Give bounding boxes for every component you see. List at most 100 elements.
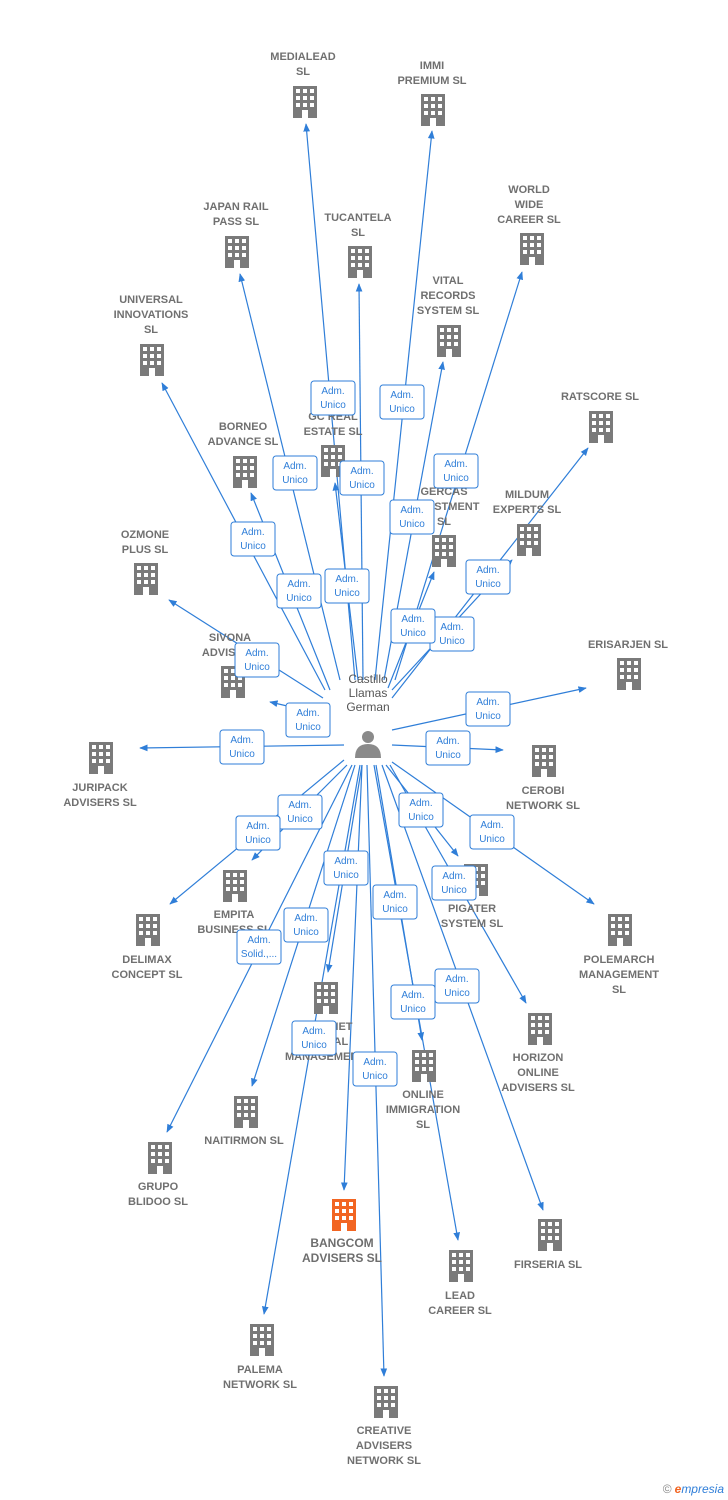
person-name: Llamas [349, 686, 388, 700]
edge-label-text: Adm. [247, 935, 270, 946]
edge-label-grupo[interactable]: Adm.Unico [235, 815, 281, 851]
edge-label-text: Adm. [445, 974, 468, 985]
edge-label-text: Adm. [283, 461, 306, 472]
edge-bangcom [340, 764, 363, 1191]
edge-label-horizon[interactable]: Adm.Unico [431, 865, 477, 901]
company-label: DELIMAX [122, 954, 172, 966]
edge-label-cerobi[interactable]: Adm.Unico [425, 730, 471, 766]
edge-label-text: Adm. [444, 459, 467, 470]
person-icon [355, 731, 381, 758]
edge-label-internet[interactable]: Adm.Unico [323, 850, 369, 886]
company-node-firseria[interactable]: FIRSERIA SL [514, 1219, 582, 1271]
company-label: ADVISERS SL [302, 1251, 382, 1265]
edge-label-palema[interactable]: Adm.Unico [291, 1020, 337, 1056]
company-node-tucantela[interactable]: TUCANTELA SL [324, 212, 392, 278]
company-label: PASS SL [213, 216, 260, 228]
edge-label-universal[interactable]: Adm.Unico [230, 521, 276, 557]
company-label: BLIDOO SL [128, 1196, 188, 1208]
edge-label-sivona[interactable]: Adm.Unico [285, 702, 331, 738]
edge-label-mildum[interactable]: Adm.Unico [465, 559, 511, 595]
edge-label-text: Unico [293, 927, 319, 938]
edge-label-online[interactable]: Adm.Unico [372, 884, 418, 920]
edge-label-gercas[interactable]: Adm.Unico [390, 608, 436, 644]
edge-label-text: Unico [295, 722, 321, 733]
edge-label-erisarjen[interactable]: Adm.Unico [465, 691, 511, 727]
edge-label-text: Adm. [230, 735, 253, 746]
building-icon [225, 236, 249, 268]
company-node-naitirmon[interactable]: NAITIRMON SL [204, 1096, 284, 1147]
edge-label-ratscore[interactable]: Adm.Unico [429, 616, 475, 652]
building-icon [89, 742, 113, 774]
edge-label-firseria[interactable]: Adm.Unico [434, 968, 480, 1004]
edge-label-vital[interactable]: Adm.Unico [389, 499, 435, 535]
edge-label-juripack[interactable]: Adm.Unico [219, 729, 265, 765]
edge-label-empita[interactable]: Adm.Unico [277, 794, 323, 830]
edge-label-text: Unico [400, 1004, 426, 1015]
edge-label-text: Adm. [245, 648, 268, 659]
company-node-ratscore[interactable]: RATSCORE SL [561, 391, 639, 443]
edge-label-japanrail[interactable]: Adm.Unico [272, 455, 318, 491]
edge-labels-layer: Adm.UnicoAdm.UnicoAdm.UnicoAdm.UnicoAdm.… [219, 380, 515, 1087]
edge-label-borneo[interactable]: Adm.Unico [276, 573, 322, 609]
company-node-erisarjen[interactable]: ERISARJEN SL [588, 639, 668, 690]
edge-label-worldwide[interactable]: Adm. Unico [433, 453, 479, 489]
edge-label-lead[interactable]: Adm.Unico [390, 984, 436, 1020]
company-label: OZMONE [121, 529, 169, 541]
edge-label-text: Unico [349, 480, 375, 491]
company-label: RECORDS [420, 290, 475, 302]
edge-label-text: Adm. [350, 466, 373, 477]
company-label: EMPITA [214, 909, 255, 921]
edge-label-immi[interactable]: Adm.Unico [379, 384, 425, 420]
edge-label-text: Unico [245, 835, 271, 846]
company-label: POLEMARCH [584, 954, 655, 966]
company-label: TUCANTELA [324, 212, 391, 224]
edge-label-gcreal[interactable]: Adm. Unico [339, 460, 385, 496]
edge-label-text: Unico [443, 473, 469, 484]
company-label: RATSCORE SL [561, 391, 639, 403]
edge-label-tucantela[interactable]: Adm.Unico [324, 568, 370, 604]
building-icon [421, 94, 445, 126]
company-label: SYSTEM SL [417, 305, 480, 317]
edge-label-medialead[interactable]: Adm.Unico [310, 380, 356, 416]
building-icon [437, 325, 461, 357]
building-icon [617, 658, 641, 690]
edge-label-text: Adm. [400, 505, 423, 516]
edge-label-pigater[interactable]: Adm.Unico [398, 792, 444, 828]
edge-label-ozmone[interactable]: Adm.Unico [234, 642, 280, 678]
company-label: UNIVERSAL [119, 294, 183, 306]
edge-label-creative[interactable]: Adm.Unico [352, 1051, 398, 1087]
company-label: ONLINE [517, 1067, 559, 1079]
edge-label-text: Adm. [241, 527, 264, 538]
edge-label-bangcom[interactable]: Adm.Solid.,... [236, 929, 282, 965]
edge-label-naitirmon[interactable]: Adm.Unico [283, 907, 329, 943]
edge-label-polemarch[interactable]: Adm.Unico [469, 814, 515, 850]
company-label: SL [351, 227, 365, 239]
company-label: PIGATER [448, 903, 496, 915]
company-label: NAITIRMON SL [204, 1135, 284, 1147]
brand-footer[interactable]: ©empresia [663, 1482, 724, 1496]
